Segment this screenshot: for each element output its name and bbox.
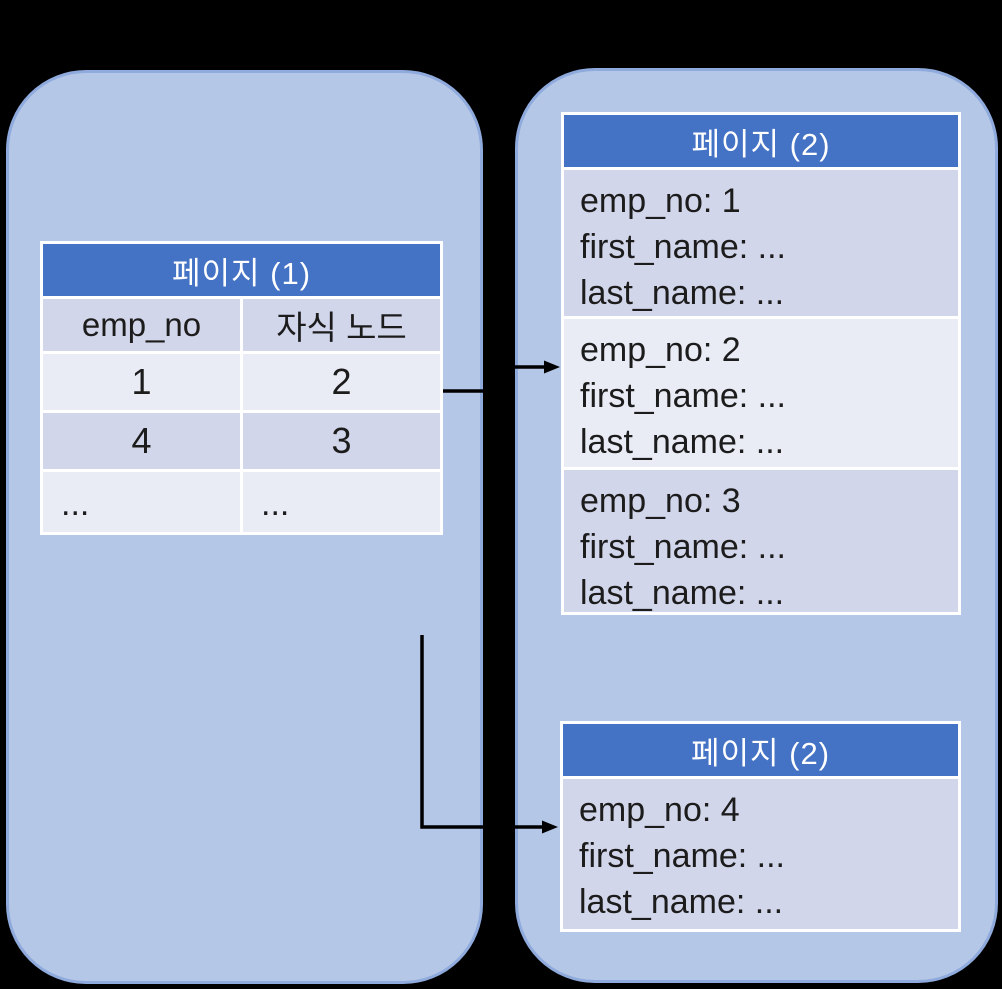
page1-row3-emp-no: ... [43,472,240,532]
record-emp-2: emp_no: 2 first_name: ... last_name: ... [564,319,958,467]
record-emp-3: emp_no: 3 first_name: ... last_name: ... [564,470,958,612]
record-line: last_name: ... [579,883,784,921]
page1-col-emp-no: emp_no [43,299,240,351]
page1-row1-emp-no: 1 [43,354,240,410]
record-line: emp_no: 3 [580,482,741,520]
page1-col-child-node: 자식 노드 [243,299,440,351]
record-line: last_name: ... [580,274,785,312]
page2-top-title: 페이지 (2) [564,115,958,167]
table-row: ... ... [43,472,440,532]
page1-row2-emp-no: 4 [43,413,240,469]
record-emp-1: emp_no: 1 first_name: ... last_name: ... [564,170,958,316]
record-line: last_name: ... [580,423,785,461]
page2-bottom-title: 페이지 (2) [563,724,958,776]
record-line: first_name: ... [580,528,786,566]
table-row: 1 2 [43,354,440,410]
table-row: 4 3 [43,413,440,469]
record-line: first_name: ... [580,228,786,266]
record-line: emp_no: 4 [579,791,740,829]
page2-table-top: 페이지 (2) emp_no: 1 first_name: ... last_n… [561,112,961,615]
page1-row3-child-node: ... [243,472,440,532]
page1-row1-child-node: 2 [243,354,440,410]
record-line: last_name: ... [580,574,785,612]
page1-table: 페이지 (1) emp_no 자식 노드 1 2 4 3 ... ... [40,241,443,535]
page1-row2-child-node: 3 [243,413,440,469]
record-line: first_name: ... [580,377,786,415]
record-emp-4: emp_no: 4 first_name: ... last_name: ... [563,779,958,929]
record-line: emp_no: 2 [580,331,741,369]
page1-table-title: 페이지 (1) [43,244,440,296]
page1-column-header-row: emp_no 자식 노드 [43,299,440,351]
record-line: emp_no: 1 [580,182,741,220]
page2-table-bottom: 페이지 (2) emp_no: 4 first_name: ... last_n… [560,721,961,932]
record-line: first_name: ... [579,837,785,875]
